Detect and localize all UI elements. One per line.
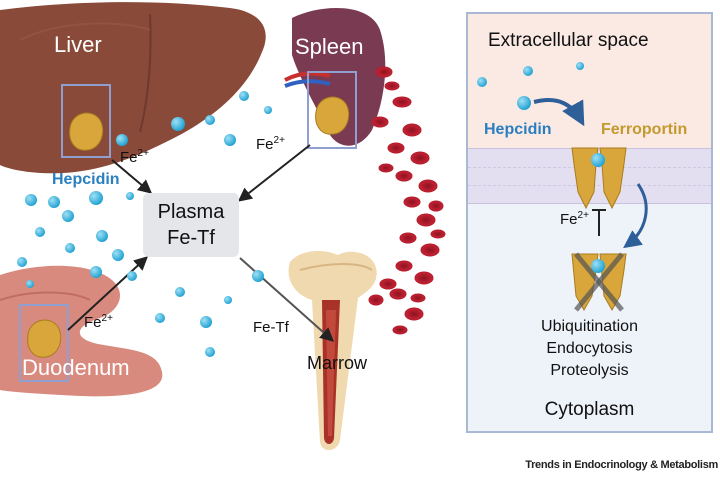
process-endocytosis: Endocytosis bbox=[546, 340, 633, 357]
spleen-label: Spleen bbox=[295, 34, 364, 59]
extracellular-region bbox=[468, 14, 711, 148]
liver-shape bbox=[0, 2, 266, 174]
plasma-fe-tf-box: Plasma Fe-Tf bbox=[143, 193, 239, 257]
fe-tf-label: Fe-Tf bbox=[253, 319, 289, 336]
plasma-title: Plasma bbox=[157, 201, 225, 223]
hepcidin-dot-icon bbox=[17, 91, 272, 357]
red-blood-cell-icon bbox=[368, 66, 446, 335]
ferroportin-label: Ferroportin bbox=[601, 121, 688, 138]
spleen-shape bbox=[292, 8, 386, 146]
fe-label-duodenum: Fe2+ bbox=[84, 313, 113, 331]
bone-icon bbox=[288, 250, 377, 451]
hepcidin-panel-label: Hepcidin bbox=[484, 121, 552, 138]
process-proteolysis: Proteolysis bbox=[550, 362, 629, 379]
duodenum-label: Duodenum bbox=[22, 355, 130, 380]
liver-label: Liver bbox=[54, 32, 102, 57]
duodenum-shape bbox=[0, 265, 163, 397]
extracellular-space-label: Extracellular space bbox=[488, 30, 649, 51]
process-ubiquitination: Ubiquitination bbox=[541, 318, 638, 335]
hepcidin-label: Hepcidin bbox=[52, 171, 120, 188]
fe-label-liver: Fe2+ bbox=[120, 148, 149, 166]
marrow-label: Marrow bbox=[307, 353, 368, 373]
panel-illustration bbox=[477, 62, 648, 312]
journal-credit: Trends in Endocrinology & Metabolism bbox=[525, 459, 718, 471]
cytoplasm-label: Cytoplasm bbox=[544, 399, 635, 420]
ferroportin-icon bbox=[571, 147, 627, 210]
fe-label-spleen: Fe2+ bbox=[256, 135, 285, 153]
ferroportin-panel: Extracellular space Hepcidin Ferroportin… bbox=[466, 12, 713, 433]
fe-panel-label: Fe2+ bbox=[560, 210, 589, 228]
plasma-subtitle: Fe-Tf bbox=[167, 227, 215, 249]
